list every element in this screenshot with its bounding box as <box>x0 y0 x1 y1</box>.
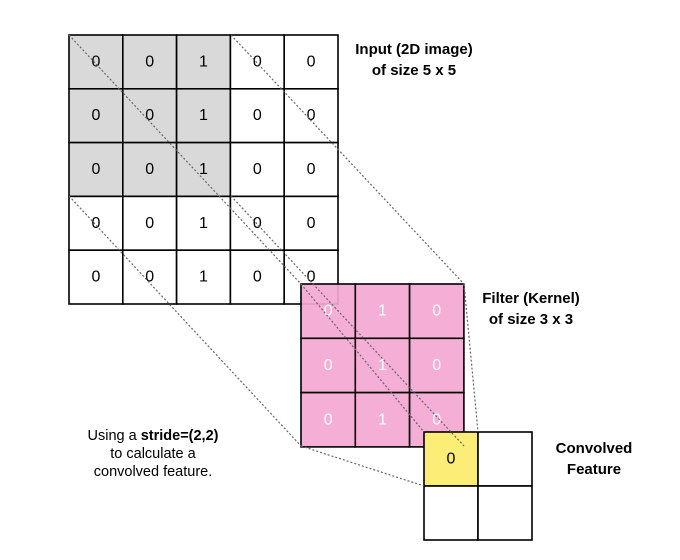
input-cell-value: 0 <box>145 161 154 178</box>
filter-cell-value: 0 <box>432 303 441 320</box>
input-cell-value: 0 <box>91 215 100 232</box>
input-cell-value: 0 <box>145 215 154 232</box>
filter-cell-value: 1 <box>378 357 387 374</box>
stride-note-line1: Using a stride=(2,2) <box>88 428 219 444</box>
filter-cell <box>354 283 411 340</box>
input-label-line2: of size 5 x 5 <box>372 62 456 79</box>
output-cell <box>423 431 479 487</box>
input-cell <box>229 249 285 305</box>
input-grid: 0 0 1 0 0 0 0 1 0 0 0 0 1 0 0 0 0 1 0 0 0 0 1 0 0 <box>68 34 339 305</box>
projection-lines <box>68 34 479 487</box>
input-cell-value: 0 <box>307 269 316 286</box>
output-cell <box>477 485 533 541</box>
stride-note-line2: to calculate a <box>110 446 196 462</box>
output-grid: 0 <box>423 431 533 541</box>
input-cell-value: 0 <box>253 107 262 124</box>
input-cell <box>229 141 285 198</box>
filter-cell <box>408 337 465 394</box>
filter-cell-value: 1 <box>378 303 387 320</box>
input-cell <box>175 141 232 198</box>
input-cell-value: 0 <box>253 161 262 178</box>
input-cell <box>283 141 339 198</box>
input-cell-value: 1 <box>199 53 208 70</box>
input-cell-value: 0 <box>91 53 100 70</box>
input-cell-value: 0 <box>307 161 316 178</box>
input-cell-value: 1 <box>199 269 208 286</box>
projection-line <box>230 195 465 447</box>
stride-note-line3: convolved feature. <box>94 464 213 480</box>
filter-cell-value: 0 <box>324 357 333 374</box>
projection-line <box>230 34 465 285</box>
input-cell <box>175 195 232 251</box>
input-cell-value: 0 <box>307 107 316 124</box>
filter-label-line2: of size 3 x 3 <box>489 311 573 328</box>
input-cell <box>68 249 124 305</box>
filter-cell <box>300 337 357 394</box>
input-cell <box>122 34 178 90</box>
projection-line <box>300 283 425 433</box>
output-cell <box>477 431 533 487</box>
input-cell-value: 0 <box>145 269 154 286</box>
input-cell <box>68 141 124 198</box>
output-cell-value: 0 <box>447 451 456 468</box>
filter-cell-value: 0 <box>432 357 441 374</box>
input-cell-value: 0 <box>307 53 316 70</box>
filter-cell-value: 1 <box>378 411 387 428</box>
input-cell-value: 0 <box>307 215 316 232</box>
output-cell <box>423 485 479 541</box>
input-cell-value: 0 <box>145 53 154 70</box>
filter-cell <box>300 391 357 448</box>
filter-cell-value: 0 <box>324 411 333 428</box>
input-cell <box>283 88 339 144</box>
stride-note-bold: stride=(2,2) <box>141 428 219 444</box>
projection-line <box>463 283 479 433</box>
filter-grid: 0 1 0 0 1 0 0 1 0 <box>300 283 465 448</box>
input-cell <box>175 249 232 305</box>
input-cell-value: 0 <box>253 215 262 232</box>
input-cell-value: 1 <box>199 161 208 178</box>
input-cell-value: 0 <box>91 269 100 286</box>
output-label-line1: Convolved <box>556 440 633 457</box>
filter-cell <box>300 283 357 340</box>
stride-note-prefix: Using a <box>88 428 141 444</box>
input-label-line1: Input (2D image) <box>355 41 473 58</box>
output-label-line2: Feature <box>567 461 621 478</box>
input-cell-value: 0 <box>253 269 262 286</box>
filter-cell-value: 0 <box>432 411 441 428</box>
input-cell-value: 1 <box>199 215 208 232</box>
input-cell-value: 0 <box>91 161 100 178</box>
projection-line <box>300 445 425 487</box>
input-cell <box>229 88 285 144</box>
projection-line <box>68 195 302 447</box>
input-cell-value: 0 <box>145 107 154 124</box>
filter-cell <box>354 337 411 394</box>
projection-line <box>68 34 302 285</box>
input-cell-value: 0 <box>253 53 262 70</box>
filter-label-line1: Filter (Kernel) <box>482 290 580 307</box>
input-cell-value: 1 <box>199 107 208 124</box>
filter-cell-value: 0 <box>324 303 333 320</box>
input-cell-value: 0 <box>91 107 100 124</box>
filter-cell <box>408 283 465 340</box>
